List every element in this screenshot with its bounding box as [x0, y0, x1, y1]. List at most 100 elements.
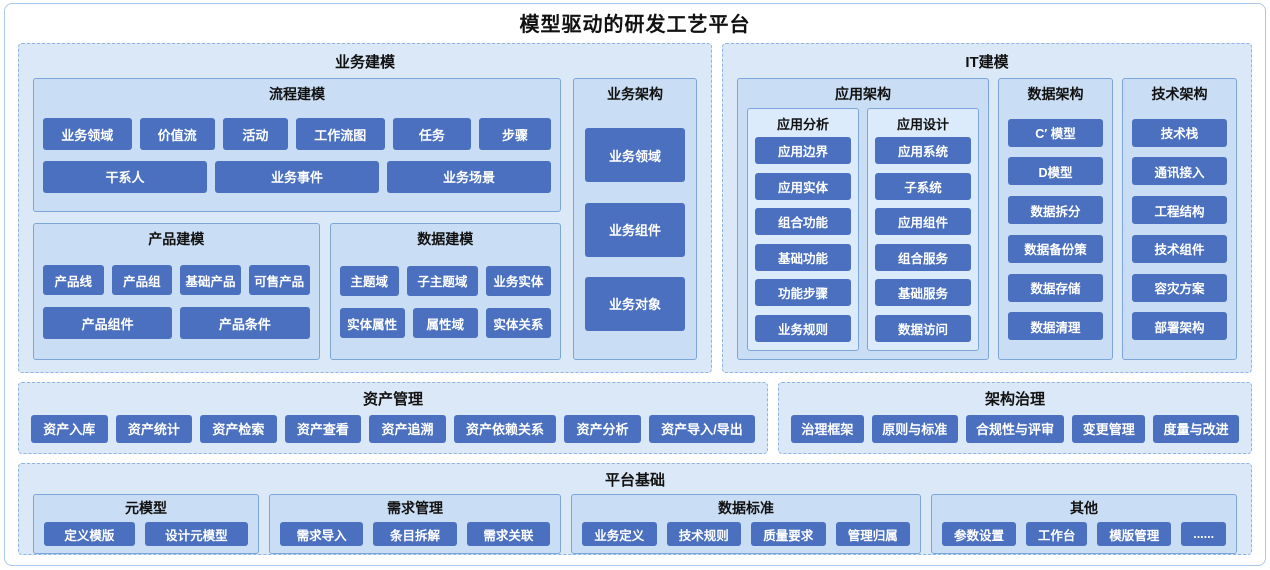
process-rows: 业务领域 价值流 活动 工作流图 任务 步骤 干系人 业务事件: [43, 108, 551, 203]
box-title: 数据标准: [718, 500, 774, 516]
app-design-module: 数据访问: [875, 314, 971, 342]
data-standard-module: 质量要求: [751, 522, 826, 546]
bizarch-module: 业务领域: [585, 128, 685, 183]
others-module: 工作台: [1025, 522, 1088, 546]
asset-module: 资产统计: [115, 414, 193, 443]
data-arch-module: C′ 模型: [1008, 118, 1103, 147]
data-module: 业务实体: [485, 265, 552, 296]
process-module: 业务事件: [215, 160, 379, 193]
others-module: ......: [1181, 522, 1227, 546]
asset-module: 资产分析: [564, 414, 641, 443]
others-items: 参数设置 工作台 模版管理 ......: [942, 522, 1227, 546]
box-requirement-management: 需求管理 需求导入 条目拆解 需求关联: [269, 494, 561, 554]
product-module: 产品线: [43, 265, 104, 295]
app-design-module: 应用组件: [875, 208, 971, 236]
section-title: 架构治理: [984, 391, 1045, 408]
technology-architecture-items: 技术栈 通讯接入 工程结构 技术组件 容灾方案 部署架构: [1132, 108, 1227, 351]
governance-module: 度量与改进: [1153, 414, 1239, 443]
tech-arch-module: 技术组件: [1132, 234, 1227, 263]
app-analysis-module: 应用边界: [755, 137, 851, 164]
top-row: 业务建模 流程建模 业务领域 价值流 活动 工作流图 任务: [18, 43, 1252, 373]
box-title: 技术架构: [1151, 86, 1208, 102]
section-title: 业务建模: [334, 54, 395, 71]
requirement-management-items: 需求导入 条目拆解 需求关联: [280, 522, 550, 546]
platform-diagram: 模型驱动的研发工艺平台 业务建模 流程建模 业务领域 价值流: [4, 3, 1266, 566]
box-title: 产品建模: [148, 231, 205, 247]
others-module: 模版管理: [1097, 522, 1172, 546]
page-title: 模型驱动的研发工艺平台: [519, 14, 751, 36]
architecture-governance-items: 治理框架 原则与标准 合规性与评审 变更管理 度量与改进: [791, 413, 1239, 444]
section-platform-foundation: 平台基础 元模型 定义模版 设计元模型 需求管理 需求导入 条目拆解 需求关联: [18, 463, 1252, 555]
box-title: 数据建模: [417, 231, 474, 247]
requirement-module: 条目拆解: [373, 522, 457, 546]
box-title: 流程建模: [269, 86, 325, 102]
data-arch-module: 数据备份策: [1008, 234, 1103, 263]
box-meta-model: 元模型 定义模版 设计元模型: [33, 494, 259, 554]
requirement-module: 需求关联: [466, 522, 550, 546]
box-data-architecture: 数据架构 C′ 模型 D模型 数据拆分 数据备份策 数据存储 数据清理: [998, 78, 1113, 360]
column-application-design: 应用设计 应用系统 子系统 应用组件 组合服务 基础服务 数据访问: [867, 108, 979, 351]
product-row-2: 产品组件 产品条件: [43, 307, 310, 339]
tech-arch-module: 技术栈: [1132, 118, 1227, 147]
governance-module: 变更管理: [1072, 414, 1146, 443]
governance-module: 原则与标准: [871, 414, 958, 443]
product-row-1: 产品线 产品组 基础产品 可售产品: [43, 265, 310, 295]
governance-module: 治理框架: [791, 414, 864, 443]
product-module: 产品条件: [180, 307, 310, 339]
asset-module: 资产检索: [200, 414, 277, 443]
data-module: 子主题域: [406, 265, 478, 296]
box-process-modeling: 流程建模 业务领域 价值流 活动 工作流图 任务 步骤: [33, 78, 561, 212]
meta-model-module: 定义模版: [44, 522, 135, 546]
product-rows: 产品线 产品组 基础产品 可售产品 产品组件 产品条件: [43, 253, 310, 351]
column-title: 应用设计: [896, 117, 949, 132]
app-design-module: 应用系统: [875, 137, 971, 164]
column-title: 应用分析: [776, 117, 829, 132]
section-title: 平台基础: [604, 472, 665, 489]
process-module: 工作流图: [296, 118, 385, 151]
product-module: 可售产品: [248, 265, 310, 295]
bizarch-module: 业务组件: [585, 202, 685, 257]
meta-model-items: 定义模版 设计元模型: [44, 522, 248, 546]
process-module: 价值流: [139, 118, 215, 151]
data-modeling-rows: 主题域 子主题域 业务实体 实体属性 属性域 实体关系: [339, 253, 552, 351]
asset-module: 资产入库: [31, 414, 108, 443]
product-module: 产品组件: [43, 307, 173, 339]
section-title: IT建模: [965, 54, 1009, 71]
tech-arch-module: 容灾方案: [1132, 273, 1227, 302]
data-arch-module: 数据拆分: [1008, 196, 1103, 225]
it-modeling-body: 应用架构 应用分析 应用边界 应用实体 组合功能 基础功能 功能步骤: [737, 78, 1237, 360]
box-title: 其他: [1070, 500, 1098, 516]
box-others: 其他 参数设置 工作台 模版管理 ......: [931, 494, 1237, 554]
governance-module: 合规性与评审: [965, 414, 1065, 443]
business-modeling-bottom: 产品建模 产品线 产品组 基础产品 可售产品 产品组: [33, 223, 561, 360]
data-module: 主题域: [339, 265, 399, 296]
diagram-rows: 业务建模 流程建模 业务领域 价值流 活动 工作流图 任务: [18, 43, 1252, 555]
meta-model-module: 设计元模型: [144, 522, 248, 546]
bizarch-module: 业务对象: [585, 276, 685, 331]
app-design-module: 子系统: [875, 172, 971, 200]
box-data-standard: 数据标准 业务定义 技术规则 质量要求 管理归属: [571, 494, 921, 554]
product-module: 产品组: [111, 265, 173, 295]
data-standard-items: 业务定义 技术规则 质量要求 管理归属: [582, 522, 910, 546]
process-module: 步骤: [479, 118, 551, 151]
box-title: 业务架构: [607, 86, 663, 102]
others-module: 参数设置: [942, 522, 1016, 546]
data-module: 属性域: [412, 308, 478, 339]
process-row-1: 业务领域 价值流 活动 工作流图 任务 步骤: [43, 118, 551, 151]
platform-foundation-body: 元模型 定义模版 设计元模型 需求管理 需求导入 条目拆解 需求关联 数据标: [33, 494, 1237, 554]
process-module: 业务场景: [387, 160, 551, 193]
app-analysis-module: 基础功能: [755, 243, 851, 271]
product-module: 基础产品: [180, 265, 241, 295]
data-module: 实体关系: [485, 308, 552, 339]
process-module: 干系人: [43, 160, 207, 193]
application-design-items: 应用系统 子系统 应用组件 组合服务 基础服务 数据访问: [875, 137, 971, 342]
app-analysis-module: 组合功能: [755, 208, 851, 236]
data-arch-module: 数据清理: [1008, 312, 1103, 341]
section-it-modeling: IT建模 应用架构 应用分析 应用边界 应用实体 组合功能 基础功能: [722, 43, 1252, 373]
app-analysis-module: 功能步骤: [755, 279, 851, 307]
tech-arch-module: 通讯接入: [1132, 157, 1227, 186]
data-standard-module: 管理归属: [835, 522, 910, 546]
application-architecture-columns: 应用分析 应用边界 应用实体 组合功能 基础功能 功能步骤 业务规则: [747, 108, 979, 351]
data-arch-module: 数据存储: [1008, 273, 1103, 302]
section-business-modeling: 业务建模 流程建模 业务领域 价值流 活动 工作流图 任务: [18, 43, 712, 373]
